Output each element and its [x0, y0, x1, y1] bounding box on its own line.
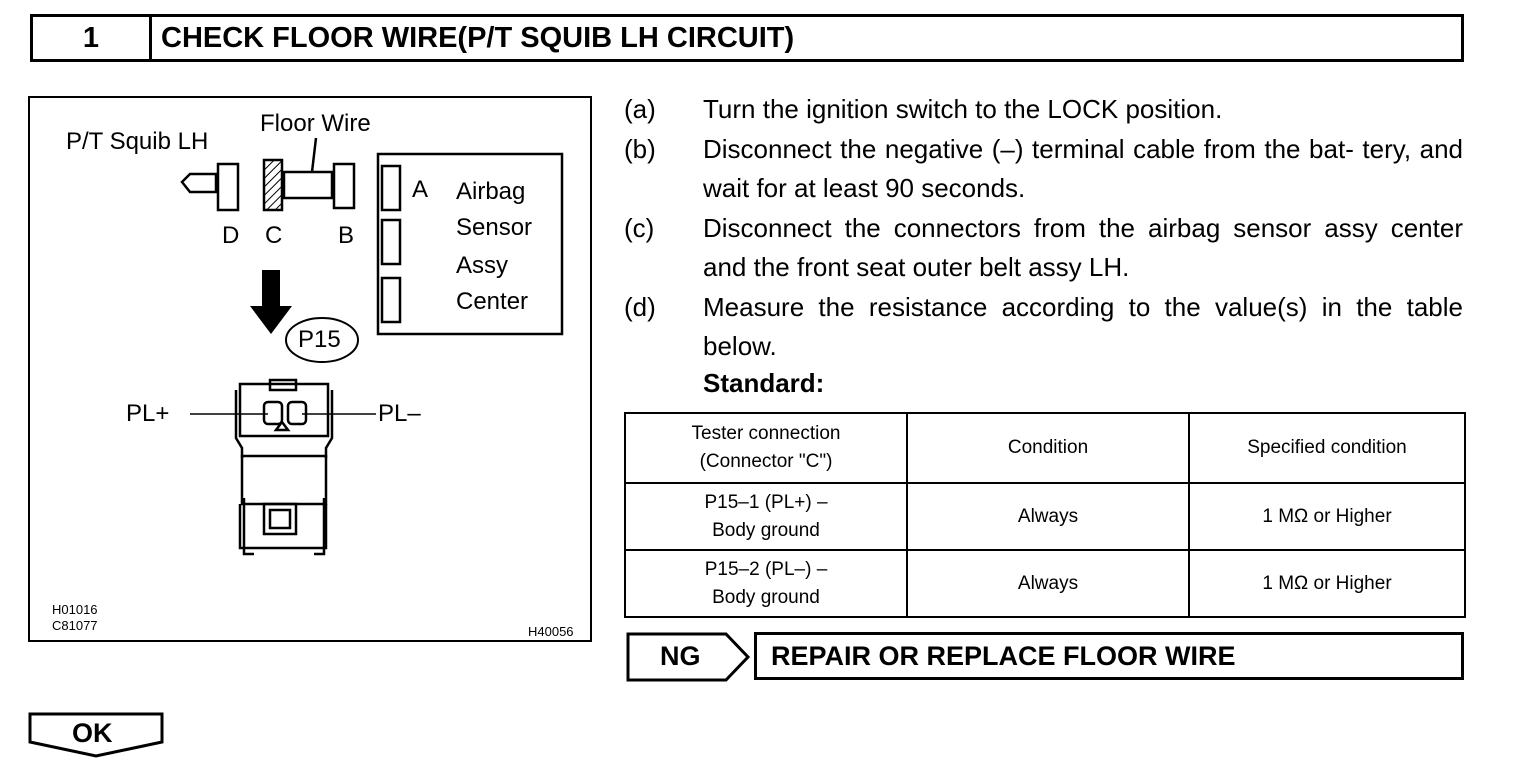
header-text: Tester connection [691, 423, 841, 444]
figure-code-1: H01016 [52, 602, 98, 617]
ng-tag-shape [626, 632, 751, 682]
pl-minus-label: PL– [378, 400, 421, 427]
label-a: A [412, 176, 429, 203]
cell-text: Body ground [712, 519, 820, 541]
label-c: C [265, 222, 283, 249]
squib-label: P/T Squib LH [66, 128, 209, 155]
standard-label: Standard: [703, 368, 825, 398]
ok-tag: OK [28, 712, 166, 758]
step-letter: (b) [624, 134, 656, 164]
step-header: 1 CHECK FLOOR WIRE(P/T SQUIB LH CIRCUIT) [30, 14, 1464, 62]
cell-text: Body ground [712, 586, 820, 608]
figure-code-2: C81077 [52, 618, 98, 633]
table-row: P15–2 (PL–) – Body ground Always 1 MΩ or… [624, 549, 1466, 618]
sensor-label-line3: Assy [456, 252, 509, 279]
header-tester-connection: Tester connection (Connector "C") [624, 412, 908, 484]
step-letter: (a) [624, 94, 656, 124]
label-b: B [338, 222, 355, 249]
label-d: D [222, 222, 240, 249]
sensor-label-line4: Center [456, 288, 529, 315]
connector-c [262, 158, 284, 212]
cell-spec: 1 MΩ or Higher [1188, 482, 1466, 551]
sensor-label-line2: Sensor [456, 214, 533, 241]
header-condition: Condition [906, 412, 1190, 484]
sensor-label-line1: Airbag [456, 178, 526, 205]
ng-tag: NG [626, 632, 752, 682]
connector-label-ellipse [285, 317, 359, 363]
wiring-diagram [180, 137, 564, 556]
cell-spec: 1 MΩ or Higher [1188, 549, 1466, 618]
header-text: (Connector "C") [699, 451, 833, 472]
ng-label: NG [660, 641, 701, 671]
header-specified-condition: Specified condition [1188, 412, 1466, 484]
cell-condition: Always [906, 549, 1190, 618]
step-text: Disconnect the connectors from the airba… [703, 213, 1463, 282]
figure-code-3: H40056 [528, 624, 574, 639]
step-letter: (c) [624, 213, 655, 243]
p15-connector [190, 378, 376, 556]
ng-result: REPAIR OR REPLACE FLOOR WIRE [754, 632, 1464, 680]
step-title: CHECK FLOOR WIRE(P/T SQUIB LH CIRCUIT) [161, 21, 795, 54]
cell-text: P15–2 (PL–) – [704, 558, 828, 580]
connector-label: P15 [298, 326, 341, 353]
pl-plus-label: PL+ [126, 400, 170, 427]
step-text: Turn the ignition switch to the LOCK pos… [703, 94, 1223, 124]
floor-wire [282, 137, 356, 210]
airbag-sensor-box [376, 152, 564, 336]
wiring-figure: Floor Wire P/T Squib LH D C B A Airbag S… [28, 96, 592, 642]
spec-table: Tester connection (Connector "C") Condit… [624, 412, 1466, 618]
table-header-row: Tester connection (Connector "C") Condit… [624, 412, 1466, 484]
step-number: 1 [33, 17, 152, 59]
cell-condition: Always [906, 482, 1190, 551]
cell-connection: P15–2 (PL–) – Body ground [624, 549, 908, 618]
floor-wire-label: Floor Wire [260, 110, 371, 137]
cell-text: P15–1 (PL+) – [704, 491, 828, 513]
squib-connector [180, 162, 240, 212]
ok-tag-shape [28, 712, 164, 758]
step-text: Disconnect the negative (–) terminal cab… [703, 134, 1463, 203]
down-arrow-icon [250, 270, 292, 334]
table-row: P15–1 (PL+) – Body ground Always 1 MΩ or… [624, 482, 1466, 551]
ok-label: OK [72, 718, 113, 748]
step-letter: (d) [624, 292, 656, 322]
cell-connection: P15–1 (PL+) – Body ground [624, 482, 908, 551]
step-text: Measure the resistance according to the … [703, 292, 1463, 361]
